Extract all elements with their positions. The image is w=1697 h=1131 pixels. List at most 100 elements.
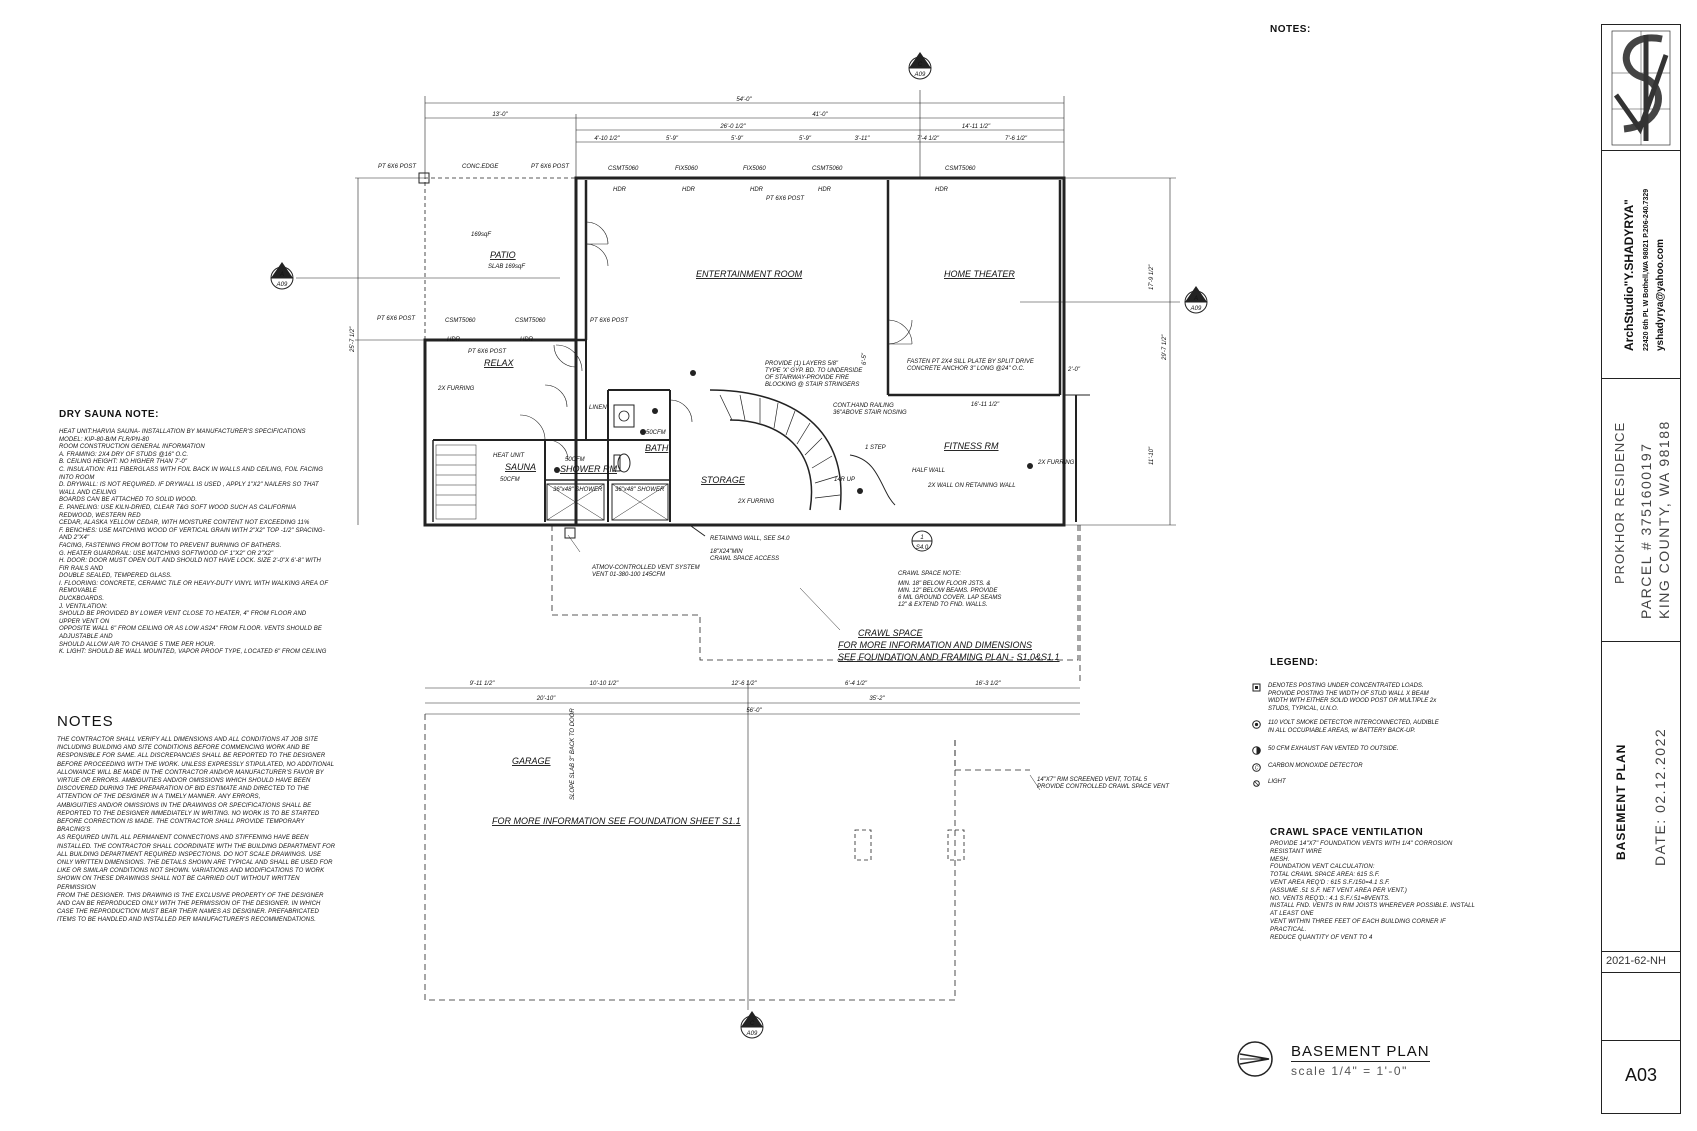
section-s4-ref: S4.0 xyxy=(916,545,929,551)
dim-bottom-2: 10'-10 1/2" xyxy=(590,681,619,687)
dim-seg-2: 5'-9" xyxy=(666,136,679,142)
dim-seg-4: 5'-9" xyxy=(799,136,812,142)
section-c-bottom-label: C xyxy=(750,1021,755,1027)
dim-seg-6: 7'-4 1/2" xyxy=(917,136,940,142)
room-sauna: SAUNA xyxy=(505,462,536,472)
room-shower: SHOWER RM xyxy=(560,464,618,474)
room-relax: RELAX xyxy=(484,358,515,368)
sauna-note-line: MODEL: KIP-80-B/M FLR/PN-80 xyxy=(59,436,150,443)
plan-scale: scale 1/4" = 1'-0" xyxy=(1291,1064,1408,1078)
co-detector-icon: C xyxy=(1252,763,1261,772)
dim-fitness-16: 16'-11 1/2" xyxy=(971,402,1000,408)
crawl-note-4: 12" & EXTEND TO FND. WALLS. xyxy=(898,602,988,608)
sauna-note-line: D. DRYWALL: IS NOT REQUIRED. IF DRYWALL … xyxy=(59,482,319,496)
general-note-line: BEFORE PROCEEDING WITH THE WORK. UNLESS … xyxy=(57,761,335,768)
retaining-wall-label: 2X WALL ON RETAINING WALL xyxy=(927,483,1016,489)
general-note-line: FROM THE DESIGNER. THIS DRAWING IS THE E… xyxy=(57,892,324,899)
title-block-sheet: BASEMENT PLAN DATE: 02.12.2022 xyxy=(1601,641,1681,952)
half-wall xyxy=(849,454,896,506)
general-note-line: BEFORE CORRECTION IS MADE. THE CONTRACTO… xyxy=(57,819,305,834)
legend-item-text: LIGHT xyxy=(1268,779,1286,785)
garage-outline xyxy=(424,714,956,1001)
general-note-line: REPORTED TO THE DESIGNER IMMEDIATELY IN … xyxy=(57,810,320,817)
dry-sauna-note: DRY SAUNA NOTE: HEAT UNIT:HARVIA SAUNA- … xyxy=(59,409,329,657)
crawl-see-label: SEE FOUNDATION AND FRAMING PLAN - S1.0&S… xyxy=(838,652,1060,662)
legend-item-text: STUDS, TYPICAL, U.N.O. xyxy=(1268,705,1339,712)
dim-bottom-20: 20'-10" xyxy=(536,696,556,702)
half-wall-label: HALF WALL xyxy=(912,468,945,474)
room-home-theater: HOME THEATER xyxy=(944,269,1015,279)
notes-header: NOTES: xyxy=(1270,24,1311,35)
crawl-vent-body: PROVIDE 14"X7" FOUNDATION VENTS WITH 1/4… xyxy=(1270,841,1480,942)
general-note-line: ONLY WRITTEN DIMENSIONS. THE DETAILS SHO… xyxy=(57,860,333,867)
legend-item: LIGHT xyxy=(1253,779,1286,787)
sauna-note-line: HEAT UNIT:HARVIA SAUNA- INSTALLATION BY … xyxy=(59,429,306,435)
general-note-line: AS REQUIRED UNTIL ALL PERMANENT CONNECTI… xyxy=(57,835,309,842)
general-note-line: AND CAN BE REPRODUCED ONLY WITH THE PERM… xyxy=(57,901,321,908)
legend-item-text: WIDTH WITH EITHER SOLID WOOD POST OR MUL… xyxy=(1268,698,1437,704)
general-note-line: LIKE OR SIMILAR CONDITIONS NOT SHOWN. VA… xyxy=(57,868,325,875)
retaining-see-label: RETAINING WALL, SEE S4.0 xyxy=(710,536,790,542)
legend-title: LEGEND: xyxy=(1270,657,1319,668)
room-fitness: FITNESS RM xyxy=(944,441,999,451)
logo-icon xyxy=(1611,30,1671,146)
crawl-note-title: CRAWL SPACE NOTE: xyxy=(898,571,961,577)
window-fx-1: FIX5060 xyxy=(675,166,698,172)
conc-edge-label: CONC.EDGE xyxy=(462,164,499,170)
section-a-right-ref: A09 xyxy=(1190,306,1202,312)
title-block-sheet-no: A03 xyxy=(1601,1040,1681,1114)
general-note-line: THE CONTRACTOR SHALL VERIFY ALL DIMENSIO… xyxy=(57,737,319,743)
job-number: 2021-62-NH xyxy=(1606,955,1666,967)
legend-item-text: CARBON MONOXIDE DETECTOR xyxy=(1268,763,1363,769)
dim-bottom-3: 12'-6 1/2" xyxy=(731,681,757,687)
dim-bottom-56: 56'-0" xyxy=(746,708,762,714)
sauna-note-line: E. PANELING: USE KILN-DRIED, CLEAR T&G S… xyxy=(59,504,296,519)
stair-note-1: PROVIDE (1) LAYERS 5/8" xyxy=(765,361,839,367)
sauna-note-title: DRY SAUNA NOTE: xyxy=(59,409,159,420)
smoke-detector-icon-2 xyxy=(857,488,863,494)
shower-size-2: 36"x48" SHOWER xyxy=(615,487,665,493)
sauna-note-line: FACING, FASTENING FROM BOTTOM TO PREVENT… xyxy=(59,542,282,549)
dim-right-vertical: 29'-7 1/2" xyxy=(1162,334,1168,361)
room-garage: GARAGE xyxy=(512,756,552,766)
vent-system-note-1: ATMOV-CONTROLLED VENT SYSTEM xyxy=(591,565,700,571)
crawl-vent-line: PROVIDE 14"X7" FOUNDATION VENTS WITH 1/4… xyxy=(1270,841,1453,855)
sheet-number: A03 xyxy=(1624,1065,1658,1085)
legend-item-text: PROVIDE POSTING THE WIDTH OF STUD WALL X… xyxy=(1268,690,1429,697)
legend-item-text: 110 VOLT SMOKE DETECTOR INTERCONNECTED, … xyxy=(1268,720,1439,726)
exhaust-fan-icon xyxy=(652,408,658,414)
shower-size-1: 36"x48" SHOWER xyxy=(553,487,603,493)
sauna-note-line: K. LIGHT: SHOULD BE WALL MOUNTED, VAPOR … xyxy=(59,649,327,656)
sill-note-1: FASTEN PT 2X4 SILL PLATE BY SPLIT DRIVE xyxy=(907,359,1035,365)
room-entertainment: ENTERTAINMENT ROOM xyxy=(696,269,803,279)
title-block-job: 2021-62-NH xyxy=(1601,951,1681,1041)
screen-vent-note-1: 14"X7" RIM SCREENED VENT, TOTAL 5 xyxy=(1037,777,1148,783)
post-square-icon xyxy=(418,172,430,184)
sauna-note-line: DOUBLE SEALED, TEMPERED GLASS. xyxy=(59,573,173,580)
legend-item-text: DENOTES POSTING UNDER CONCENTRATED LOADS… xyxy=(1268,683,1424,689)
rail-note-2: 36"ABOVE STAIR NOSING xyxy=(833,410,907,416)
dim-top-41: 41'-0" xyxy=(812,112,828,118)
general-note-line: ITEMS TO BE HANDLED AND INSTALLED PER MA… xyxy=(57,917,317,924)
hdr-3: HDR xyxy=(750,187,764,193)
general-note-line: ATTENTION OF THE DESIGNER IN A TIMELY MA… xyxy=(57,794,261,801)
svg-text:C: C xyxy=(1255,766,1259,772)
crawl-note-3: 6 MIL GROUND COVER. LAP SEAMS xyxy=(898,595,1001,601)
post-label-6: PT 6X6 POST xyxy=(766,196,805,202)
legend-item: DENOTES POSTING UNDER CONCENTRATED LOADS… xyxy=(1252,683,1437,713)
dim-bottom-4: 6'-4 1/2" xyxy=(845,681,868,687)
access-note-1: 18"X24"MIN xyxy=(710,549,743,555)
window-fx-2: FIX5060 xyxy=(743,166,766,172)
slope-label: SLOPE SLAB 3" BACK TO DOOR xyxy=(570,708,576,800)
screen-vent-note-2: PROVIDE CONTROLLED CRAWL SPACE VENT xyxy=(1037,784,1170,790)
hdr-1: HDR xyxy=(613,187,627,193)
post-label-2: PT 6X6 POST xyxy=(531,164,570,170)
exterior-wall-wing xyxy=(423,338,576,527)
dim-top-total: 54'-0" xyxy=(736,97,752,103)
general-notes: NOTES THE CONTRACTOR SHALL VERIFY ALL DI… xyxy=(57,713,337,925)
section-s4-num: 1 xyxy=(920,535,923,541)
hdr-6: HDR xyxy=(447,337,461,343)
smoke-detector-icon xyxy=(1252,720,1261,729)
sauna-note-line: A. FRAMING: 2X4 DRY OF STUDS @16" O.C. xyxy=(59,451,189,458)
garage-info-label: FOR MORE INFORMATION SEE FOUNDATION SHEE… xyxy=(492,816,741,826)
